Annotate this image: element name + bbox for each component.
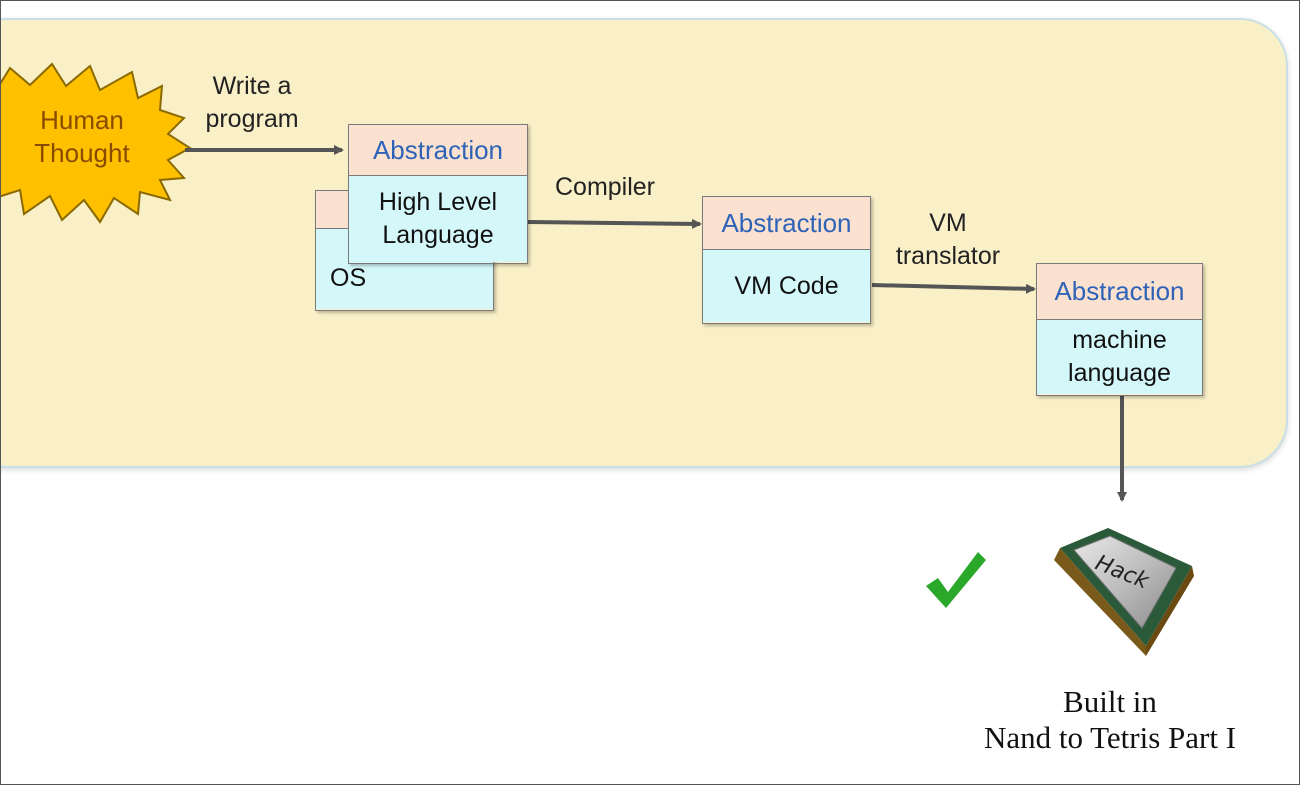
machine-header: Abstraction [1037,264,1202,320]
check-icon [926,552,986,608]
machine-label: machine language [1037,320,1202,394]
compiler-arrow [527,218,702,229]
compiler-label: Compiler [554,173,656,201]
machine-language-box: Abstraction machine language [1036,263,1203,396]
vm-translator-arrow [871,283,1036,294]
hack-chip-icon: Hack [1054,528,1194,656]
vm-code-box: Abstraction VM Code [702,196,871,324]
built-in-caption: Built in Nand to Tetris Part I [983,684,1237,755]
write-program-label: Write a program [205,72,299,133]
vm-translator-label: VM translator [895,209,1001,270]
high-level-label: High Level Language [349,176,527,262]
vm-code-label: VM Code [703,250,870,322]
high-level-language-box: Abstraction High Level Language [348,124,528,264]
vm-code-header: Abstraction [703,197,870,250]
human-thought-starburst [0,62,192,224]
high-level-header: Abstraction [349,125,527,176]
human-thought-label: Human Thought [34,105,130,168]
